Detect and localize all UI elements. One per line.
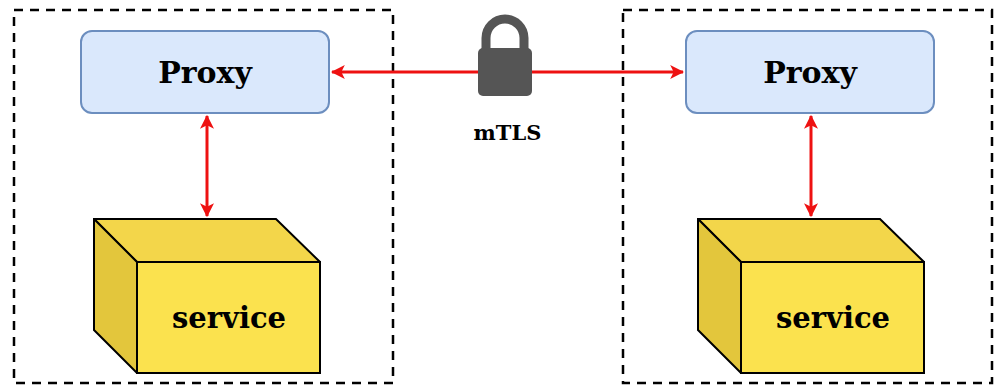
cube-side bbox=[94, 219, 137, 373]
proxy-label: Proxy bbox=[158, 55, 252, 90]
connector-arrow bbox=[206, 116, 209, 216]
cube-front bbox=[741, 262, 924, 373]
service-label: service bbox=[776, 301, 890, 335]
proxy-label: Proxy bbox=[763, 55, 857, 90]
connector-arrow bbox=[810, 116, 813, 216]
cube-face: service bbox=[137, 262, 321, 374]
proxy-box: Proxy bbox=[80, 30, 330, 114]
edge-label: mTLS bbox=[471, 120, 545, 145]
lock-body bbox=[478, 48, 532, 96]
cube-outline bbox=[93, 218, 321, 374]
service-cube: service bbox=[697, 218, 925, 374]
cube-outline bbox=[697, 218, 925, 374]
host-boundary bbox=[14, 10, 393, 383]
cube-side bbox=[698, 219, 741, 373]
cube-front bbox=[137, 262, 320, 373]
cube-face: service bbox=[741, 262, 925, 374]
proxy-box: Proxy bbox=[685, 30, 935, 114]
host-boundary bbox=[623, 10, 992, 383]
service-label: service bbox=[172, 301, 286, 335]
lock-shackle bbox=[486, 19, 524, 50]
service-cube: service bbox=[93, 218, 321, 374]
